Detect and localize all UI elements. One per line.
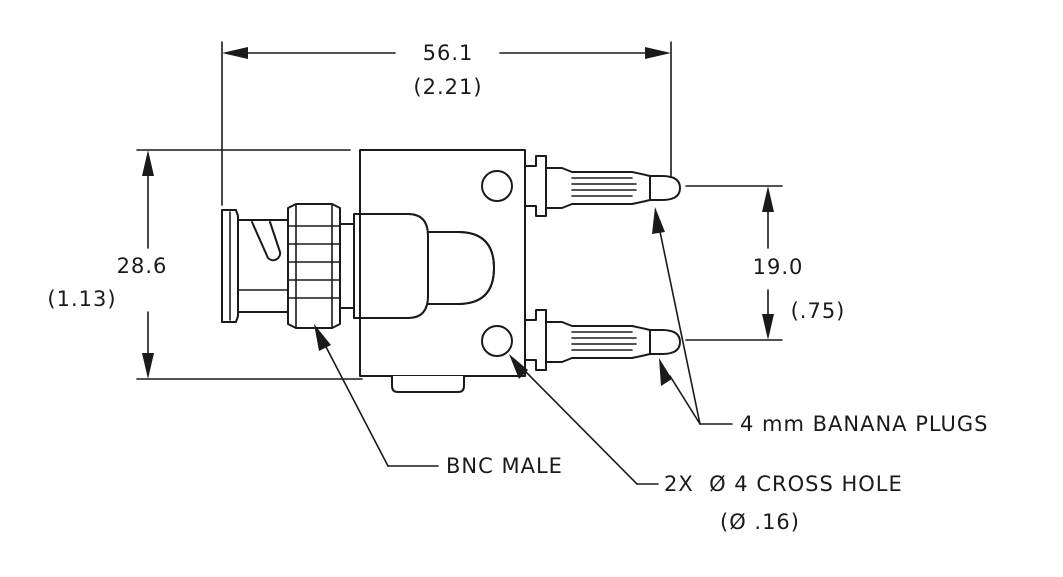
bnc-callout: BNC MALE xyxy=(314,324,563,478)
banana-plugs-callout: 4 mm BANANA PLUGS xyxy=(652,207,989,436)
cross-hole-callout: 2X Ø 4 CROSS HOLE (Ø .16) xyxy=(509,354,903,534)
length-mm: 56.1 xyxy=(423,41,474,65)
cross-hole-bottom xyxy=(481,325,513,357)
spacing-mm: 19.0 xyxy=(753,255,804,279)
banana-plug-top xyxy=(524,155,681,217)
adapter-body xyxy=(359,149,526,393)
cross-hole-top xyxy=(481,170,513,202)
banana-plugs-label: 4 mm BANANA PLUGS xyxy=(740,412,989,436)
cross-hole-label: 2X Ø 4 CROSS HOLE xyxy=(664,472,903,496)
length-dimension: 56.1 (2.21) xyxy=(221,41,672,206)
height-mm: 28.6 xyxy=(117,254,168,278)
cross-hole-label-in: (Ø .16) xyxy=(720,510,800,534)
plug-spacing-dimension: 19.0 (.75) xyxy=(685,185,846,341)
banana-plug-bottom xyxy=(524,309,681,371)
height-dimension: 28.6 (1.13) xyxy=(47,149,363,380)
bnc-label: BNC MALE xyxy=(446,454,563,478)
length-in: (2.21) xyxy=(413,75,482,99)
spacing-in: (.75) xyxy=(791,299,846,323)
height-in: (1.13) xyxy=(47,287,116,311)
bnc-connector xyxy=(221,203,495,329)
